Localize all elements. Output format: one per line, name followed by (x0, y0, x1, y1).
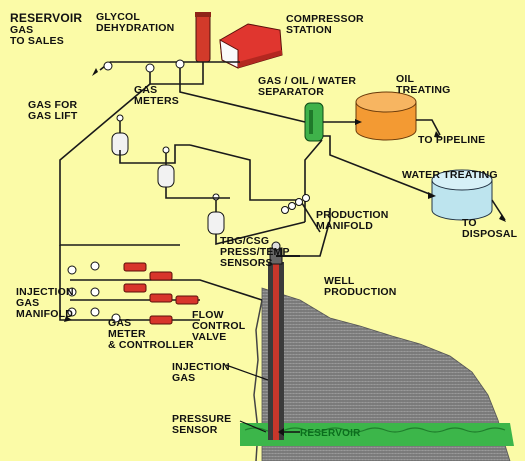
gas-for-gas-lift-label: GAS FOR GAS LIFT (28, 99, 78, 122)
well-tubing (273, 262, 279, 440)
compressor-station-label: COMPRESSOR STATION (286, 13, 364, 36)
flow-arrow (64, 68, 506, 322)
well-test-vessel (111, 114, 129, 156)
reservoir-zone-label: RESERVOIR (300, 428, 361, 439)
building-icon (219, 23, 283, 69)
gas-meter-controller-label: GAS METER & CONTROLLER (108, 317, 194, 351)
production-manifold-label: PRODUCTION MANIFOLD (316, 209, 389, 232)
reservoir-texture (244, 427, 506, 433)
injection-gas-pointer (225, 364, 269, 381)
reservoir-gas-title: RESERVOIR (10, 11, 83, 25)
tank-icon (431, 169, 493, 221)
gauge-icon (103, 59, 185, 73)
gauge-icon (67, 261, 121, 323)
glycol-dehydration-label: GLYCOL DEHYDRATION (96, 11, 175, 34)
oil-treating-label: OIL TREATING (396, 73, 451, 96)
well-test-vessel (207, 193, 225, 235)
reservoir-zone (240, 423, 514, 446)
separator-label: GAS / OIL / WATER SEPARATOR (258, 75, 357, 98)
injection-gas-label: INJECTION GAS (172, 361, 230, 384)
pressure-sensor-pointer (239, 420, 267, 433)
sensors-label: TBG/CSG PRESS/TEMP SENSORS (220, 235, 290, 269)
gas-to-sales-label: GAS TO SALES (10, 24, 64, 47)
valve-icon (123, 262, 199, 325)
pressure-sensor-label: PRESSURE SENSOR (172, 413, 232, 436)
flow-control-valve-label: FLOW CONTROL VALVE (192, 309, 246, 343)
valve-icon (281, 194, 310, 214)
tower-icon (195, 12, 211, 63)
to-disposal-label: TO DISPOSAL (462, 217, 518, 240)
tank-icon (355, 91, 417, 141)
separator-vessel-icon (304, 102, 324, 142)
well-test-vessel (157, 146, 175, 188)
well-production-label: WELL PRODUCTION (324, 275, 397, 298)
gas-meters-label: GAS METERS (134, 84, 179, 107)
water-treating-label: WATER TREATING (402, 169, 498, 181)
injection-gas-manifold-label: INJECTION GAS MANIFOLD (16, 286, 74, 320)
to-pipeline-label: TO PIPELINE (418, 134, 486, 146)
